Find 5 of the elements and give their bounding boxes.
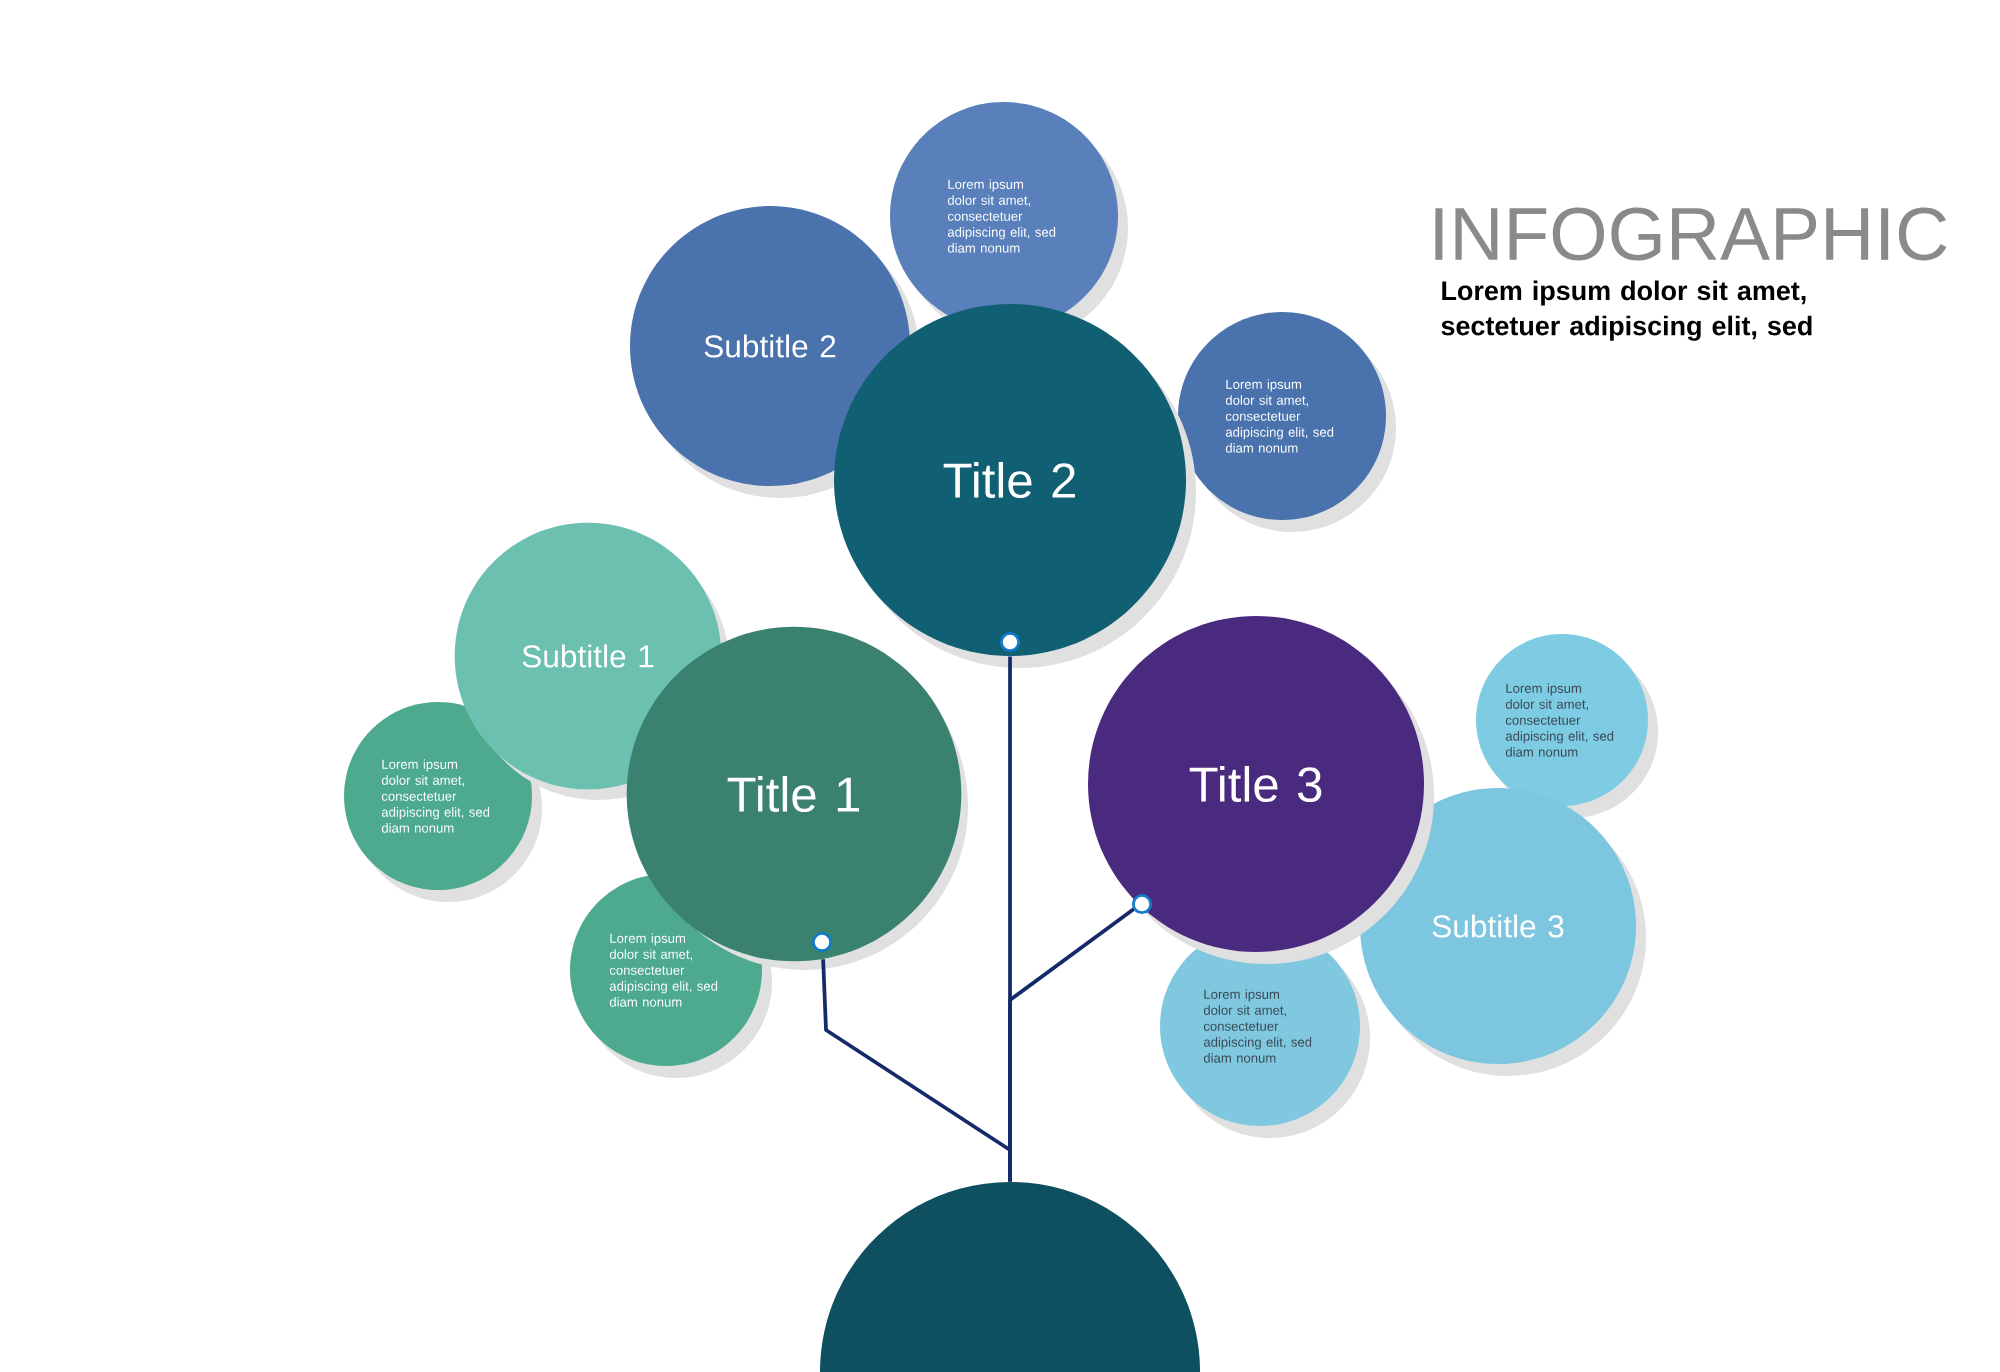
dome-shape [820, 1182, 1200, 1372]
title: INFOGRAPHIC [1435, 207, 1947, 261]
subtitle-text: Lorem ipsum dolor sit amet, sectetuer adipiscing elit, sed [1441, 280, 1812, 341]
circle-node: Title 3 [1088, 616, 1434, 964]
circle-node: Title 2 [834, 304, 1196, 668]
